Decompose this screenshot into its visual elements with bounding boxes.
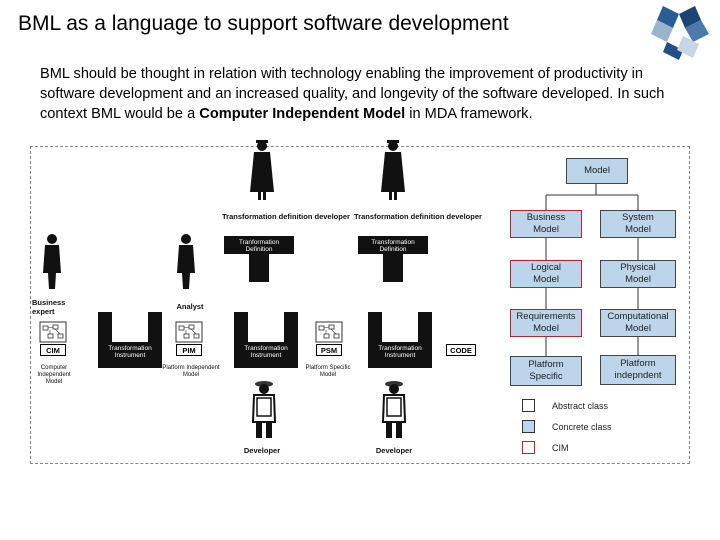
- pim-tag: PIM: [176, 344, 202, 356]
- model-box: Model: [566, 158, 628, 184]
- td-label-2: Transformation Definition: [371, 239, 415, 253]
- pim-model-icon: [175, 321, 203, 343]
- analyst-figure: [177, 234, 195, 289]
- intro-paragraph: BML should be thought in relation with t…: [40, 66, 665, 122]
- tdd-label-2: Transformation definition developer: [354, 212, 482, 221]
- platform-specific-box: Platform Specific: [510, 356, 582, 386]
- physical-model-box: Physical Model: [600, 260, 676, 288]
- scholar-figure: [250, 140, 274, 200]
- developer-figure: [252, 380, 276, 439]
- cim-model-icon: [39, 321, 67, 343]
- diagram-frame: [30, 146, 690, 464]
- transformation-instrument-shape: [98, 312, 162, 368]
- cim-tag: CIM: [40, 344, 66, 356]
- ti-label-2: Transformation Instrument: [244, 345, 288, 359]
- psm-caption: Platform Specific Model: [305, 365, 351, 378]
- td-label-1: Tranformation Definition: [238, 239, 280, 253]
- business-expert-label: Business expert: [32, 298, 66, 316]
- psm-model-icon: [315, 321, 343, 343]
- legend-cim-label: CIM: [552, 443, 569, 453]
- logical-model-box: Logical Model: [510, 260, 582, 288]
- developer-label-1: Developer: [243, 446, 281, 455]
- transformation-instrument-shape: [234, 312, 298, 368]
- psm-tag: PSM: [316, 344, 342, 356]
- scholar-figure: [381, 140, 405, 200]
- pim-caption: Platform Independent Model: [162, 365, 220, 378]
- ti-label-1: Transformation Instrument: [108, 345, 152, 359]
- legend-concrete-label: Concrete class: [552, 422, 612, 432]
- legend-abstract-label: Abstract class: [552, 401, 609, 411]
- code-tag: CODE: [446, 344, 476, 356]
- cube-logo: [651, 6, 709, 60]
- tdd-label-1: Transformation definition developer: [222, 212, 350, 221]
- transformation-instrument-shape: [368, 312, 432, 368]
- business-model-box: Business Model: [510, 210, 582, 238]
- legend-cim-swatch: [522, 441, 535, 454]
- cim-caption: Computer Independent Model: [37, 365, 71, 385]
- developer-figure: [382, 380, 406, 439]
- platform-independent-box: Platform indepndent: [600, 355, 676, 385]
- page-title: BML as a language to support software de…: [18, 12, 509, 35]
- computational-model-box: Computational Model: [600, 309, 676, 337]
- legend-concrete-swatch: [522, 420, 535, 433]
- analyst-label: Analyst: [176, 302, 204, 311]
- developer-label-2: Developer: [375, 446, 413, 455]
- requirements-model-box: Requirements Model: [510, 309, 582, 337]
- legend-abstract-swatch: [522, 399, 535, 412]
- ti-label-3: Transformation Instrument: [378, 345, 422, 359]
- system-model-box: System Model: [600, 210, 676, 238]
- business-expert-figure: [43, 234, 61, 289]
